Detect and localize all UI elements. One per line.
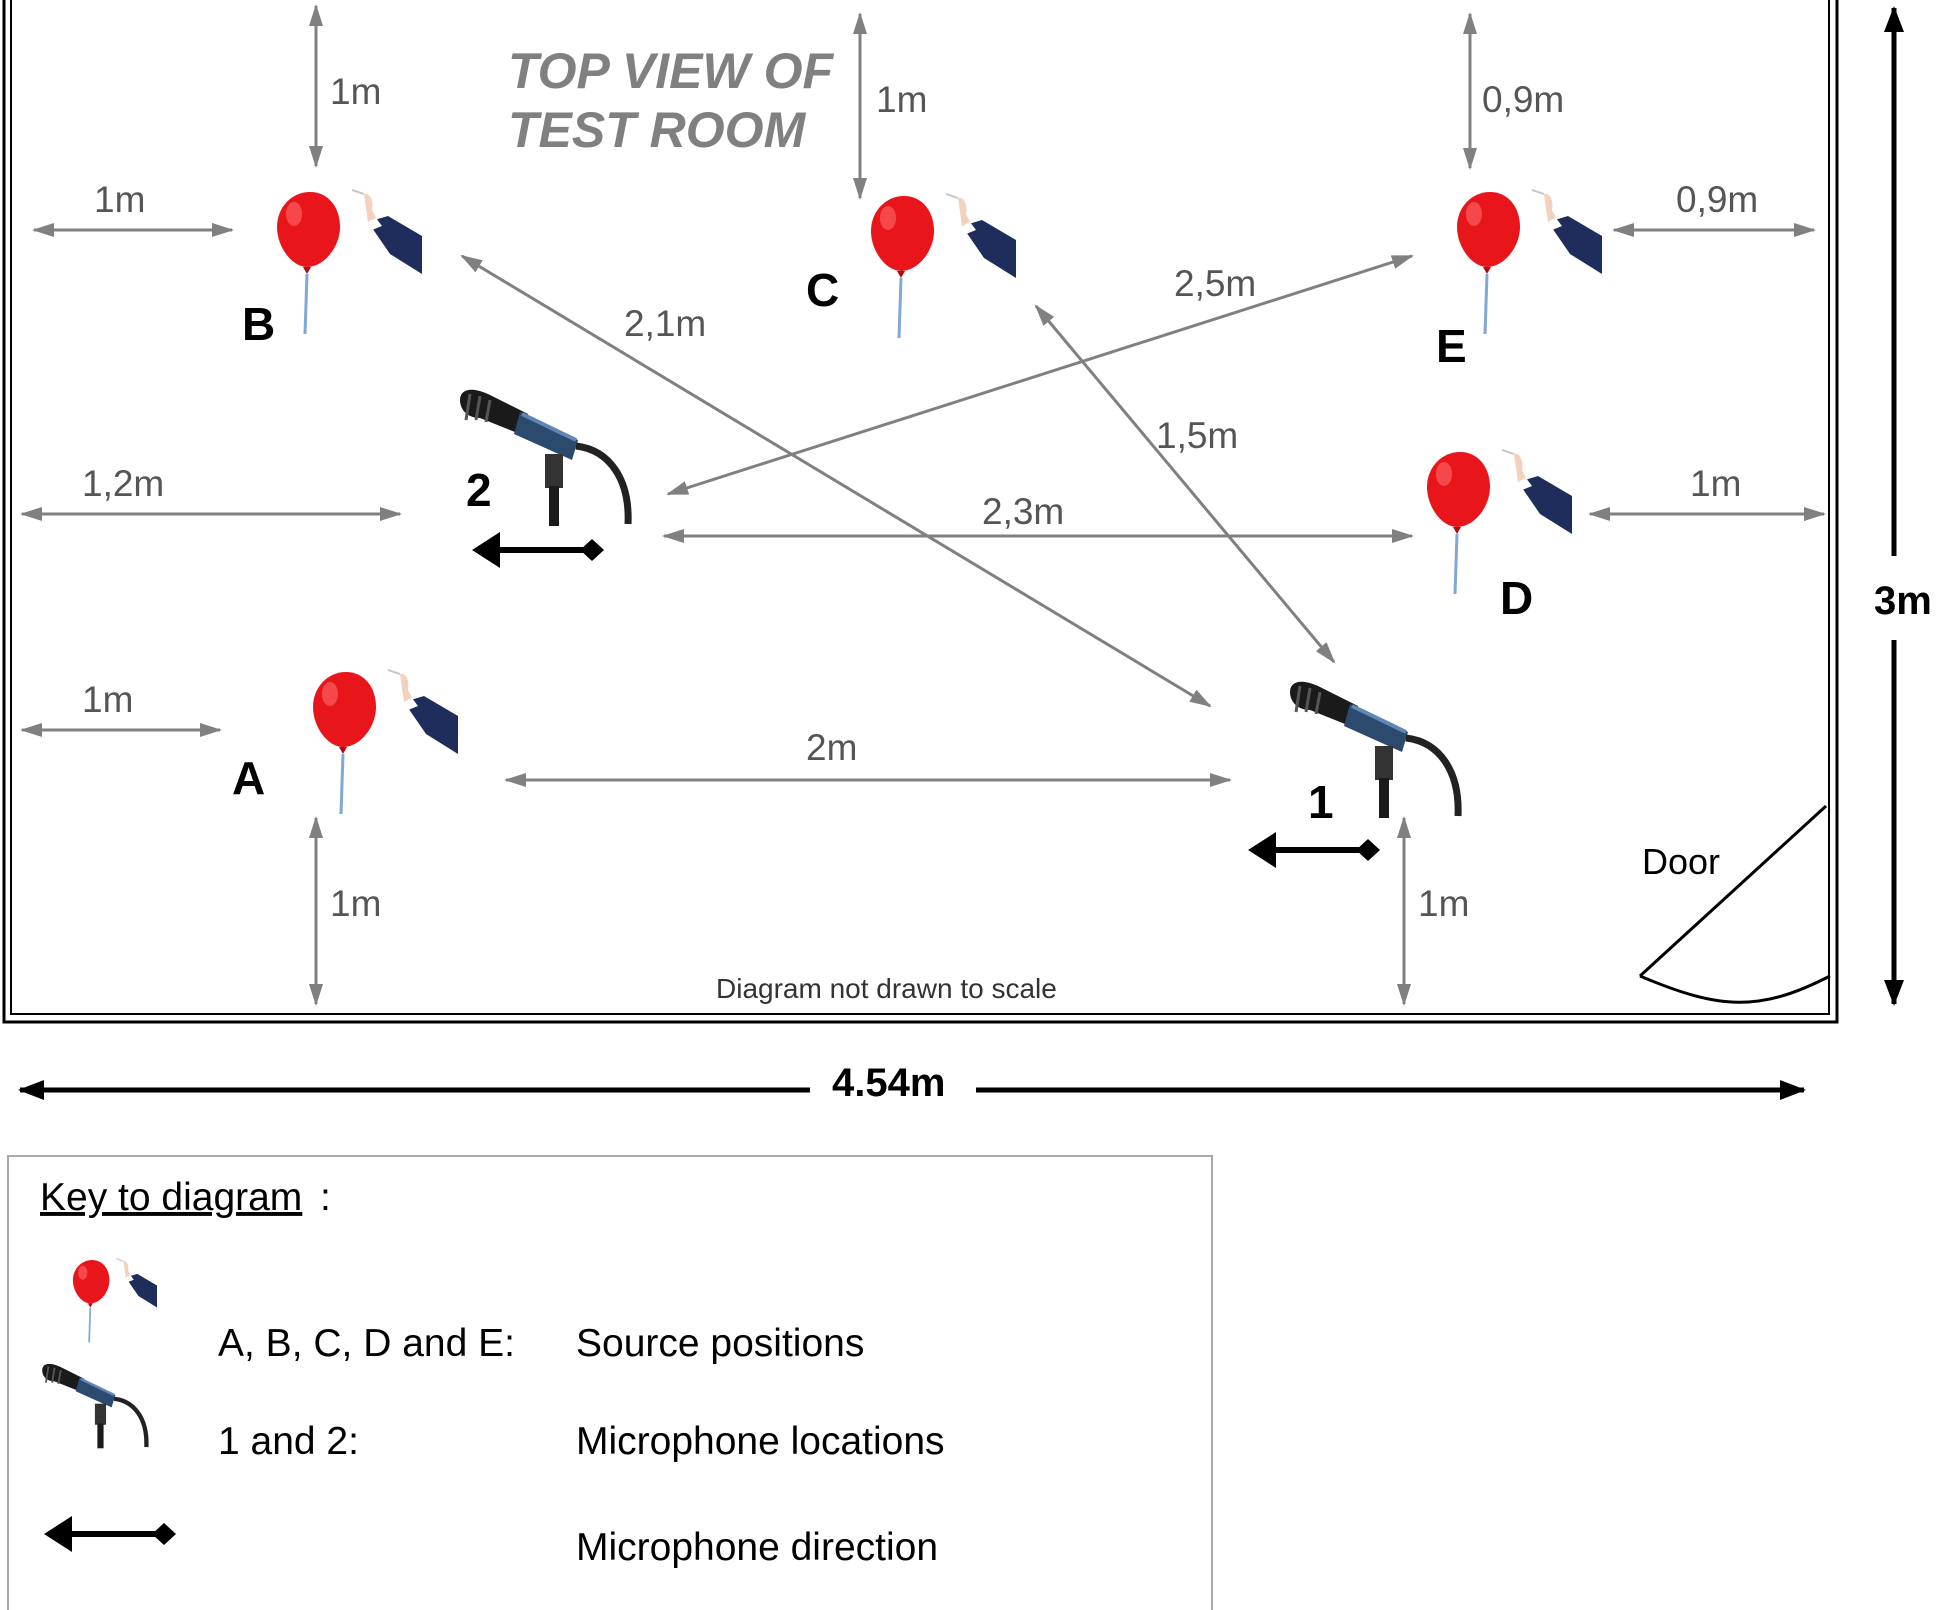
dim-b-to-mic1: 2,1m: [624, 303, 706, 344]
key-direction-icon: [44, 1516, 176, 1552]
mic-label-1: 1: [1308, 776, 1334, 828]
dim-e-to-mic2: 2,5m: [1174, 263, 1256, 304]
source-label-b: B: [242, 298, 275, 350]
door-icon: [1638, 804, 1831, 1004]
dim-b-left: 1m: [94, 179, 145, 220]
key-row3-desc: Microphone direction: [576, 1526, 938, 1569]
balloon-source-e-icon: [1455, 188, 1604, 336]
dim-line-e-to-mic2: [666, 254, 1414, 496]
key-row2-label: 1 and 2:: [218, 1420, 359, 1463]
door-label: Door: [1642, 841, 1720, 882]
source-label-c: C: [806, 264, 839, 316]
mic1-direction-icon: [1248, 832, 1380, 868]
dim-mic2-to-d: 2,3m: [982, 491, 1064, 532]
room-inner-wall: [10, 0, 1830, 1015]
dim-a-bottom: 1m: [330, 883, 381, 924]
dim-mic1-bottom: 1m: [1418, 883, 1469, 924]
room-width-label: 4.54m: [832, 1061, 945, 1105]
diagram-title-line1: TOP VIEW OF: [508, 43, 834, 99]
key-heading: Key to diagram: [40, 1176, 302, 1219]
key-balloon-icon: [72, 1257, 158, 1344]
key-box: Key to diagram : A, B, C, D and E: Sourc…: [7, 1155, 1213, 1610]
room-height-label: 3m: [1874, 579, 1932, 623]
balloon-source-b-icon: [275, 188, 424, 336]
dimension-lines: [20, 4, 1826, 1006]
mic2-direction-icon: [472, 532, 604, 568]
dim-mic2-left: 1,2m: [82, 463, 164, 504]
diagram-title-line2: TEST ROOM: [508, 102, 807, 158]
dim-e-right: 0,9m: [1676, 179, 1758, 220]
scale-note: Diagram not drawn to scale: [716, 973, 1057, 1004]
dim-d-right: 1m: [1690, 463, 1741, 504]
key-heading-colon: :: [320, 1176, 331, 1219]
dim-a-left: 1m: [82, 679, 133, 720]
room-outer-wall: [2, 0, 1839, 1024]
source-label-d: D: [1500, 572, 1533, 624]
dim-b-top: 1m: [330, 71, 381, 112]
source-label-a: A: [232, 752, 265, 804]
key-row1-desc: Source positions: [576, 1322, 864, 1365]
dim-a-to-mic1: 2m: [806, 727, 857, 768]
dim-c-top: 1m: [876, 79, 927, 120]
dim-e-top: 0,9m: [1482, 79, 1564, 120]
dim-line-c-to-mic1: [1034, 304, 1336, 664]
key-microphone-icon: [42, 1364, 146, 1448]
balloon-source-a-icon: [311, 668, 460, 816]
mic-label-2: 2: [466, 464, 492, 516]
key-row1-label: A, B, C, D and E:: [218, 1322, 515, 1365]
dim-c-to-mic1: 1,5m: [1156, 415, 1238, 456]
key-row2-desc: Microphone locations: [576, 1420, 945, 1463]
source-label-e: E: [1436, 320, 1467, 372]
dim-line-b-to-mic1: [460, 254, 1212, 708]
balloon-source-c-icon: [869, 192, 1018, 340]
